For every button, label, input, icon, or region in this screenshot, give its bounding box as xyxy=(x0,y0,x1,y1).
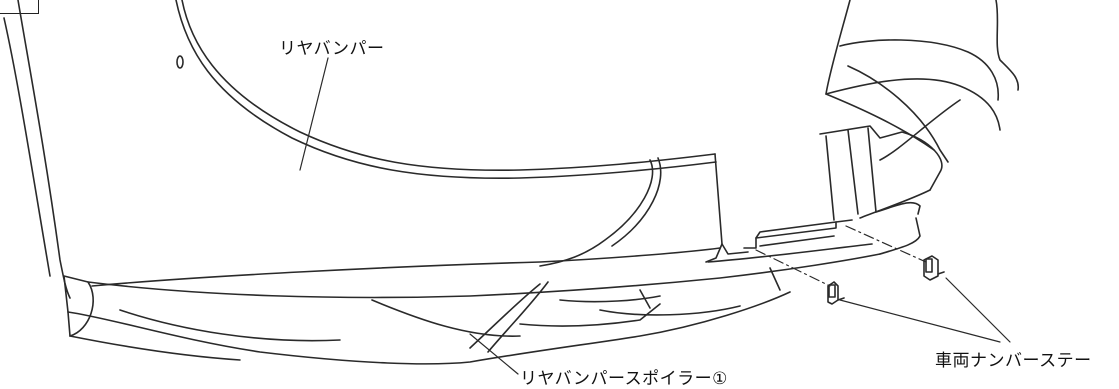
install-guide-lines xyxy=(755,225,927,287)
body-side-panel xyxy=(3,0,71,299)
label-rear-bumper: リヤバンパー xyxy=(279,39,385,58)
leader-lines xyxy=(299,57,1011,375)
label-license-plate-stay: 車両ナンバーステー xyxy=(935,351,1092,370)
rear-bumper-spoiler xyxy=(63,217,921,365)
license-plate-stay-right xyxy=(923,255,945,281)
right-corner xyxy=(819,0,1020,221)
rear-bumper xyxy=(91,0,721,287)
license-plate-stay-left xyxy=(827,281,845,305)
center-bracket xyxy=(705,153,873,263)
label-rear-bumper-spoiler: リヤバンパースポイラー① xyxy=(520,369,728,388)
